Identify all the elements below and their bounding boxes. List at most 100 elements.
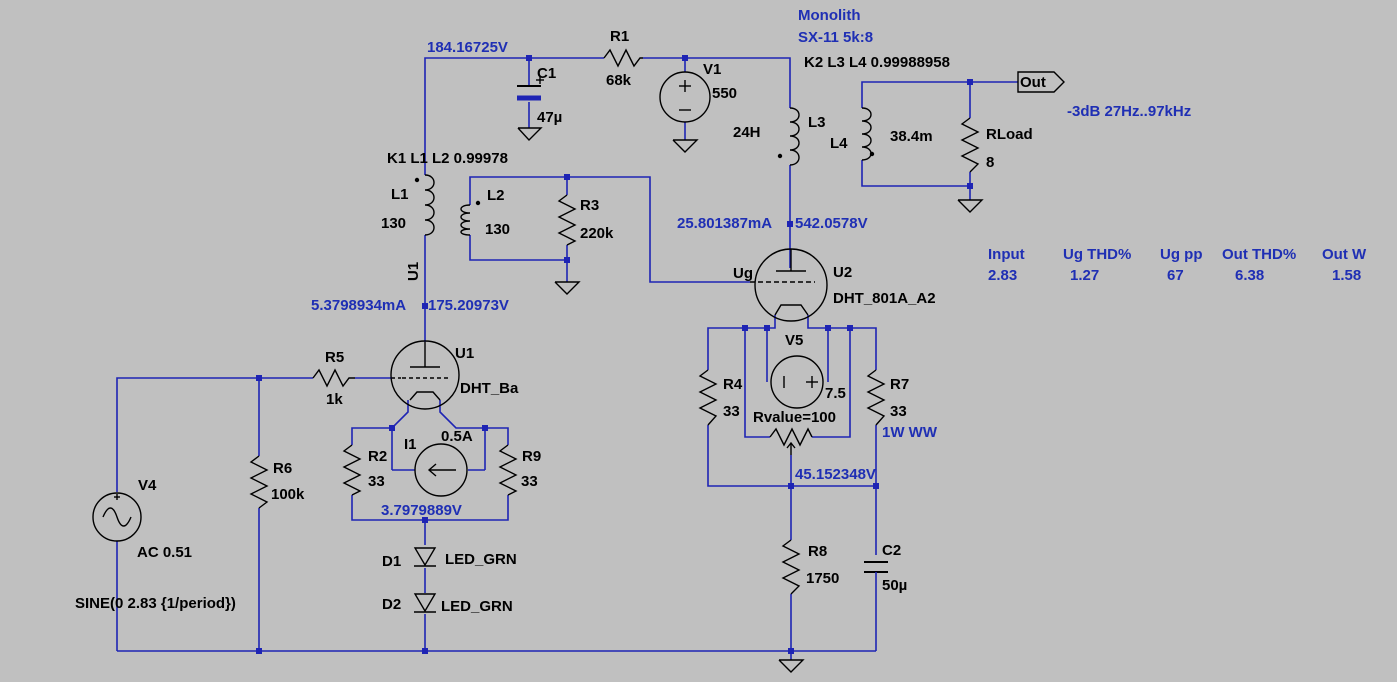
- transformer-note-line2: SX-11 5k:8: [798, 29, 873, 46]
- results-header-input: Input: [988, 246, 1025, 263]
- r3-value: 220k: [580, 225, 614, 242]
- u1-triode[interactable]: U1 DHT_Ba: [390, 340, 519, 410]
- v1-voltage-source[interactable]: V1 550: [659, 61, 737, 153]
- r1-name: R1: [610, 28, 629, 45]
- op-cathode1: 3.7979889V: [381, 502, 462, 519]
- r8-value: 1750: [806, 570, 839, 587]
- l2-value: 130: [485, 221, 510, 238]
- potentiometer[interactable]: Rvalue=100: [753, 409, 836, 455]
- response-note: -3dB 27Hz..97kHz: [1067, 103, 1191, 120]
- r2-value: 33: [368, 473, 385, 490]
- v5-voltage-source[interactable]: V5 7.5: [770, 332, 846, 409]
- d1-value: LED_GRN: [445, 551, 517, 568]
- results-header-ug-thd: Ug THD%: [1063, 246, 1131, 263]
- d1-name: D1: [382, 553, 401, 570]
- r7-value: 33: [890, 403, 907, 420]
- results-table: Input Ug THD% Ug pp Out THD% Out W 2.83 …: [988, 246, 1367, 284]
- r4-name: R4: [723, 376, 743, 393]
- l3-name: L3: [808, 114, 826, 131]
- v4-source: SINE(0 2.83 {1/period}): [75, 595, 236, 612]
- u1-net-label: U1: [405, 262, 422, 281]
- r7-name: R7: [890, 376, 909, 393]
- u1-model: DHT_Ba: [460, 380, 519, 397]
- r4-value: 33: [723, 403, 740, 420]
- r9-resistor[interactable]: R9 33: [498, 444, 541, 496]
- l4-inductor[interactable]: L4 38.4m: [830, 107, 933, 161]
- r2-name: R2: [368, 448, 387, 465]
- c2-value: 50µ: [882, 577, 907, 594]
- v4-value: AC 0.51: [137, 544, 192, 561]
- op-u1-anode: 175.20973V: [428, 297, 509, 314]
- c1-value: 47µ: [537, 109, 562, 126]
- rload-resistor[interactable]: RLoad 8: [957, 117, 1033, 213]
- r6-resistor[interactable]: R6 100k: [249, 455, 305, 509]
- l3-value: 24H: [733, 124, 761, 141]
- results-value-out-w: 1.58: [1332, 267, 1361, 284]
- results-header-out-w: Out W: [1322, 246, 1367, 263]
- d2-name: D2: [382, 596, 401, 613]
- l2-inductor[interactable]: L2 130: [460, 187, 510, 238]
- v1-value: 550: [712, 85, 737, 102]
- i1-current-source[interactable]: I1 0.5A: [404, 428, 473, 497]
- v5-name: V5: [785, 332, 803, 349]
- r7-note: 1W WW: [882, 424, 938, 441]
- d1-diode[interactable]: D1 LED_GRN: [382, 547, 517, 570]
- op-u2-anode: 542.0578V: [795, 215, 868, 232]
- u2-name: U2: [833, 264, 852, 281]
- v4-name: V4: [138, 477, 157, 494]
- l4-value: 38.4m: [890, 128, 933, 145]
- r6-name: R6: [273, 460, 292, 477]
- out-label: Out: [1020, 74, 1046, 91]
- transformer-note-line1: Monolith: [798, 7, 860, 24]
- op-n184: 184.16725V: [427, 39, 508, 56]
- results-value-ug-thd: 1.27: [1070, 267, 1099, 284]
- c1-capacitor[interactable]: C1 47µ: [517, 65, 562, 142]
- l2-name: L2: [487, 187, 505, 204]
- op-cathode2: 45.152348V: [795, 466, 876, 483]
- out-port[interactable]: Out: [1017, 71, 1065, 93]
- r8-resistor[interactable]: R8 1750: [781, 539, 839, 595]
- c2-capacitor[interactable]: C2 50µ: [864, 542, 907, 594]
- r6-value: 100k: [271, 486, 305, 503]
- op-u2-current: 25.801387mA: [677, 215, 772, 232]
- u2-triode[interactable]: U2 DHT_801A_A2: [750, 248, 936, 322]
- k1-coupling: K1 L1 L2 0.99978: [387, 150, 508, 167]
- l1-value: 130: [381, 215, 406, 232]
- r1-resistor[interactable]: R1 68k: [603, 28, 643, 89]
- grid-label: Ug: [733, 265, 753, 282]
- results-header-out-thd: Out THD%: [1222, 246, 1296, 263]
- i1-value: 0.5A: [441, 428, 473, 445]
- l3-inductor[interactable]: L3 24H: [733, 107, 826, 166]
- results-value-ug-pp: 67: [1167, 267, 1184, 284]
- results-value-out-thd: 6.38: [1235, 267, 1264, 284]
- v1-name: V1: [703, 61, 721, 78]
- r5-resistor[interactable]: R5 1k: [312, 349, 355, 408]
- v4-ac-source[interactable]: V4 AC 0.51 SINE(0 2.83 {1/period}): [75, 477, 236, 612]
- r1-value: 68k: [606, 72, 632, 89]
- ground-symbol: [778, 659, 805, 673]
- r3-resistor[interactable]: R3 220k: [554, 194, 614, 295]
- wires: [116, 57, 1018, 660]
- pot-value: Rvalue=100: [753, 409, 836, 426]
- c1-name: C1: [537, 65, 556, 82]
- k2-coupling: K2 L3 L4 0.99988958: [804, 54, 950, 71]
- c2-name: C2: [882, 542, 901, 559]
- l1-inductor[interactable]: L1 130: [381, 174, 435, 236]
- r7-resistor[interactable]: R7 33 1W WW: [866, 369, 938, 441]
- l1-name: L1: [391, 186, 409, 203]
- r5-name: R5: [325, 349, 344, 366]
- results-value-input: 2.83: [988, 267, 1017, 284]
- r3-name: R3: [580, 197, 599, 214]
- r5-value: 1k: [326, 391, 343, 408]
- r2-resistor[interactable]: R2 33: [342, 444, 387, 496]
- v5-value: 7.5: [825, 385, 846, 402]
- d2-value: LED_GRN: [441, 598, 513, 615]
- r4-resistor[interactable]: R4 33: [698, 369, 743, 426]
- junction-dots: [256, 55, 973, 654]
- operating-points: 184.16725V 25.801387mA 542.0578V 5.37989…: [311, 39, 876, 519]
- op-u1-current: 5.3798934mA: [311, 297, 406, 314]
- d2-diode[interactable]: D2 LED_GRN: [382, 593, 513, 615]
- u1-name: U1: [455, 345, 474, 362]
- i1-name: I1: [404, 436, 417, 453]
